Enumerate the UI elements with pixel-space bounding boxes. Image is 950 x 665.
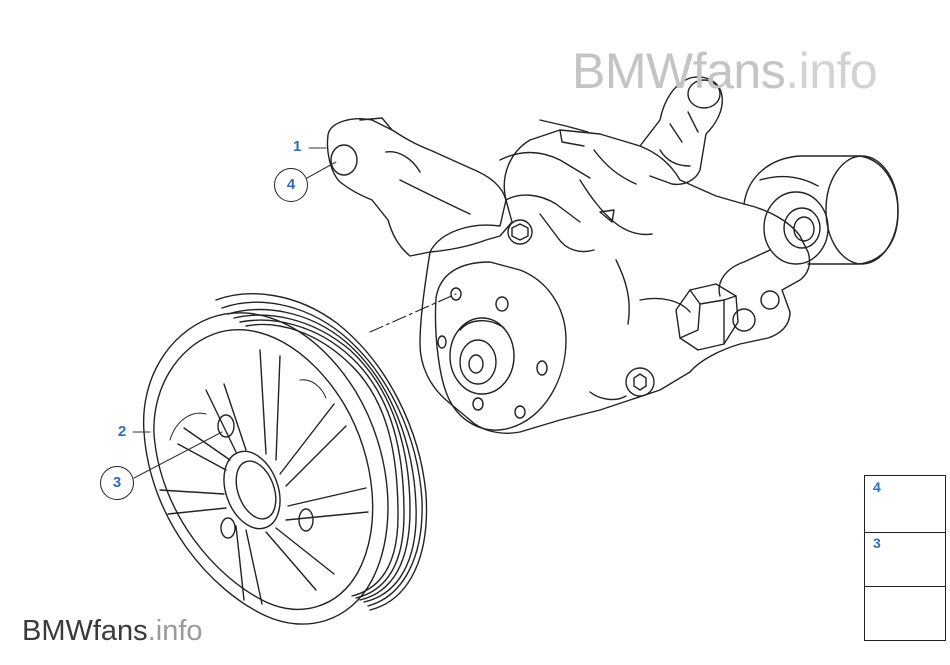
legend-back-button[interactable] [865, 586, 945, 640]
outlet-pipe [639, 76, 723, 186]
callout-4-circle: 4 [274, 168, 308, 202]
watermark-bottom-brand: BMWfans [22, 615, 148, 647]
watermark-top-brand: BMWfans [572, 43, 786, 99]
callout-3-circle: 3 [100, 466, 134, 500]
pulley [142, 293, 428, 625]
watermark-top: BMWfans.info [572, 43, 878, 99]
legend-item-label: 3 [873, 535, 881, 551]
watermark-bottom-suffix: .info [147, 615, 203, 647]
legend-item-label: 4 [873, 479, 881, 495]
watermark-top-suffix: .info [785, 43, 878, 99]
shaft-hub [449, 317, 515, 395]
callout-2: 2 [118, 423, 127, 440]
legend-item-hex-bolt[interactable]: 3 [865, 532, 945, 587]
leader-lines [132, 147, 337, 479]
power-steering-pump [326, 76, 899, 434]
parts-legend: 4 3 [864, 475, 946, 641]
drive-flange [434, 261, 567, 431]
callout-1: 1 [293, 138, 302, 155]
pump-body [419, 129, 811, 434]
pulley-face [142, 312, 389, 625]
hex-nut [675, 283, 739, 351]
legend-item-torx-bolt[interactable]: 4 [865, 476, 945, 533]
mounting-bracket [326, 118, 513, 257]
reservoir [743, 155, 899, 265]
watermark-bottom: BMWfans.info [22, 617, 203, 646]
